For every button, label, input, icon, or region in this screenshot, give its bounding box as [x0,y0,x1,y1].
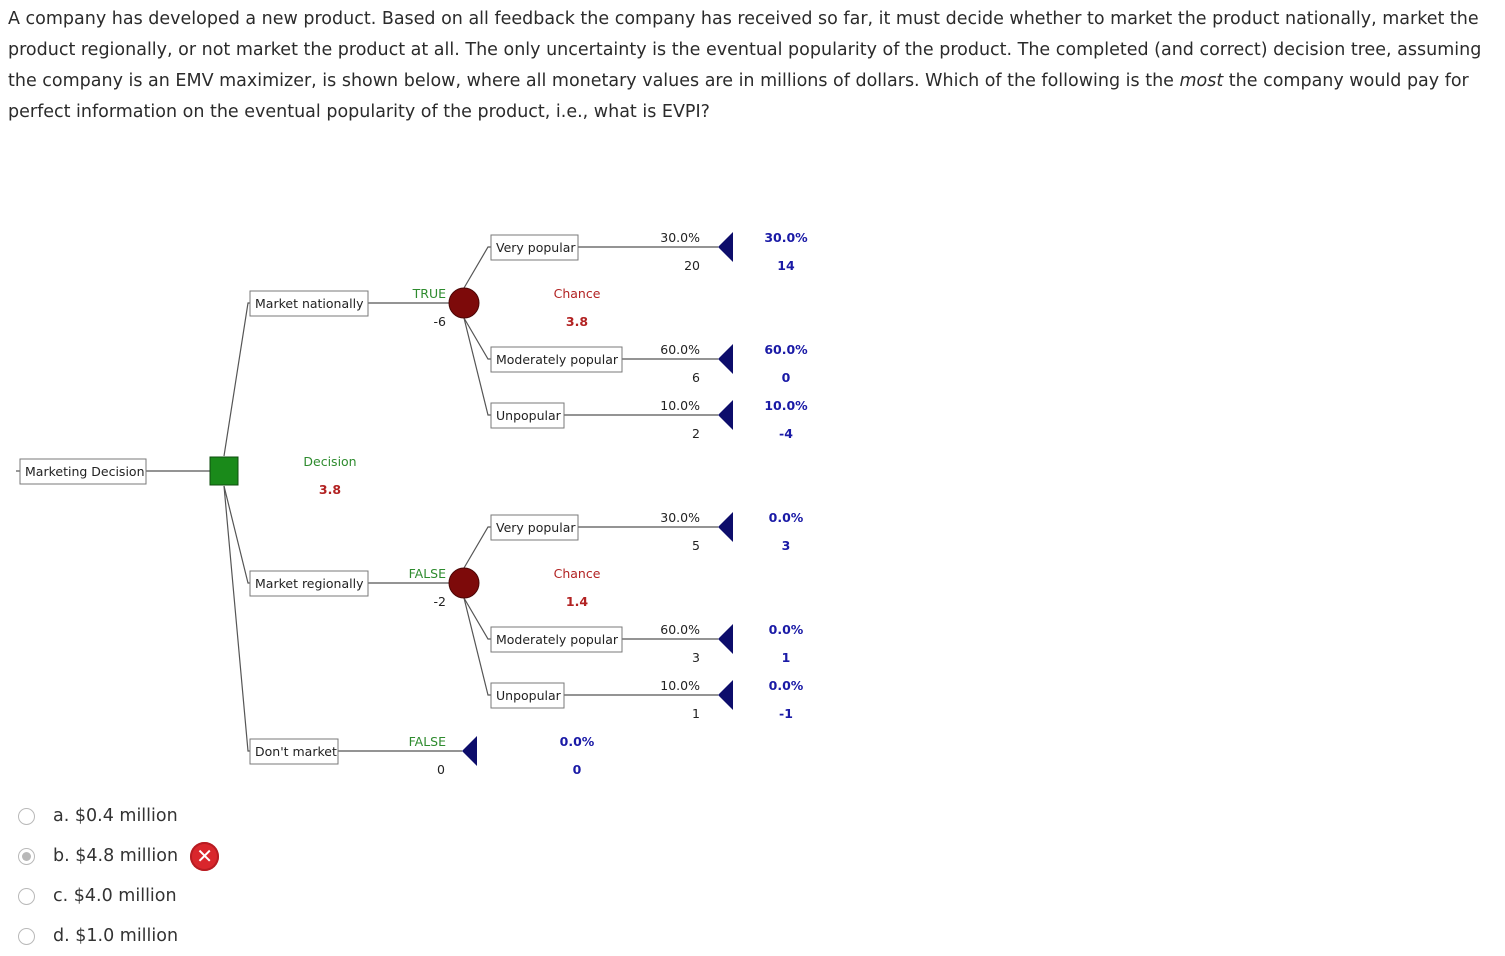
answer-option-c[interactable]: c. $4.0 million [18,876,219,916]
answer-text-c: c. $4.0 million [53,886,177,906]
answer-option-b[interactable]: b. $4.8 million ✕ [18,836,220,876]
outcome-national-3-payoff: 2 [692,426,700,441]
end-node-regional-2 [718,624,733,654]
outcome-regional-1-label: Very popular [496,520,576,535]
tree-lines [16,246,718,752]
branch-dont-market-label: Don't market [255,744,337,759]
outcome-national-2-label: Moderately popular [496,352,619,367]
outcome-national-1-label: Very popular [496,240,576,255]
end-node-dont-market [462,736,477,766]
answer-option-d[interactable]: d. $1.0 million [18,916,219,956]
radio-button-selected[interactable] [18,847,35,865]
outcome-regional-3-prob: 10.0% [660,678,700,693]
outcome-national-2-prob: 60.0% [660,342,700,357]
chance-node-regional [448,567,480,599]
outcome-national-3-box [490,402,565,429]
outcome-regional-2-payoff: 3 [692,650,700,665]
radio-button[interactable] [18,807,35,825]
root-label-box [19,458,147,485]
outcome-national-2-path-value: 0 [782,370,791,385]
question-text: A company has developed a new product. B… [8,4,1498,128]
outcome-national-3-label: Unpopular [496,408,562,423]
outcome-national-3-path-value: -4 [779,426,793,441]
chance-node-national [448,287,480,319]
outcome-regional-2-box [490,626,623,653]
outcome-regional-2-prob: 60.0% [660,622,700,637]
radio-button[interactable] [18,887,35,905]
branch-national-flag: TRUE [412,286,446,301]
branch-regional-label: Market regionally [255,576,364,591]
outcome-regional-3-box [490,682,565,709]
outcome-national-1-box [490,234,579,261]
answer-letter-b: b. [53,846,70,866]
branch-dont-market-cost: 0 [437,762,445,777]
answer-value-d: $1.0 million [75,926,179,946]
incorrect-icon: ✕ [190,841,220,871]
branch-regional-cost: -2 [434,594,446,609]
branch-regional-box [249,570,369,597]
outcome-regional-1-prob: 30.0% [660,510,700,525]
answer-option-a[interactable]: a. $0.4 million [18,796,219,836]
end-node-national-3 [718,400,733,430]
chance-national-value: 3.8 [566,314,588,329]
end-node-regional-3 [718,680,733,710]
root-label: Marketing Decision [25,464,145,479]
outcome-regional-2-path-value: 1 [782,650,791,665]
chance-regional-value: 1.4 [566,594,588,609]
branch-dont-market-box [249,738,339,765]
answer-text-d: d. $1.0 million [53,926,178,946]
chance-regional-type: Chance [554,566,601,581]
outcome-national-1-prob: 30.0% [660,230,700,245]
branch-national-cost: -6 [434,314,447,329]
outcome-regional-2-path-prob: 0.0% [769,622,804,637]
end-node-national-1 [718,232,733,262]
decision-type-label: Decision [303,454,356,469]
decision-tree: Marketing Decision Decision 3.8 Market n… [16,230,808,777]
question-text-part2: the company would pay for perfect inform… [8,71,1469,122]
answer-letter-c: c. [53,886,69,906]
branch-dont-market-flag: FALSE [409,734,446,749]
answer-options: a. $0.4 million b. $4.8 million ✕ c. $4.… [18,796,220,956]
dont-market-path-value: 0 [573,762,582,777]
outcome-regional-3-payoff: 1 [692,706,700,721]
outcome-regional-3-path-prob: 0.0% [769,678,804,693]
outcome-national-1-path-value: 14 [777,258,795,273]
end-node-regional-1 [718,512,733,542]
outcome-national-1-path-prob: 30.0% [764,230,808,245]
answer-letter-d: d. [53,926,70,946]
outcome-regional-3-label: Unpopular [496,688,562,703]
branch-regional-flag: FALSE [409,566,446,581]
radio-button[interactable] [18,927,35,945]
outcome-national-2-path-prob: 60.0% [764,342,808,357]
outcome-regional-1-path-prob: 0.0% [769,510,804,525]
answer-letter-a: a. [53,806,70,826]
chance-national-type: Chance [554,286,601,301]
outcome-regional-1-box [490,514,579,541]
branch-national-box [249,290,369,317]
end-node-national-2 [718,344,733,374]
outcome-national-2-box [490,346,623,373]
decision-value: 3.8 [319,482,341,497]
answer-text-b: b. $4.8 million [53,846,178,866]
dont-market-path-prob: 0.0% [560,734,595,749]
outcome-national-3-prob: 10.0% [660,398,700,413]
outcome-regional-1-payoff: 5 [692,538,700,553]
decision-node [209,456,239,486]
outcome-regional-3-path-value: -1 [779,706,793,721]
answer-value-c: $4.0 million [73,886,177,906]
outcome-national-1-payoff: 20 [684,258,700,273]
outcome-national-2-payoff: 6 [692,370,700,385]
outcome-regional-1-path-value: 3 [782,538,791,553]
answer-value-b: $4.8 million [75,846,179,866]
question-emphasis: most [1179,71,1224,91]
outcome-national-3-path-prob: 10.0% [764,398,808,413]
outcome-regional-2-label: Moderately popular [496,632,619,647]
branch-national-label: Market nationally [255,296,364,311]
question-text-part1: A company has developed a new product. B… [8,9,1482,91]
answer-value-a: $0.4 million [74,806,178,826]
answer-text-a: a. $0.4 million [53,806,178,826]
